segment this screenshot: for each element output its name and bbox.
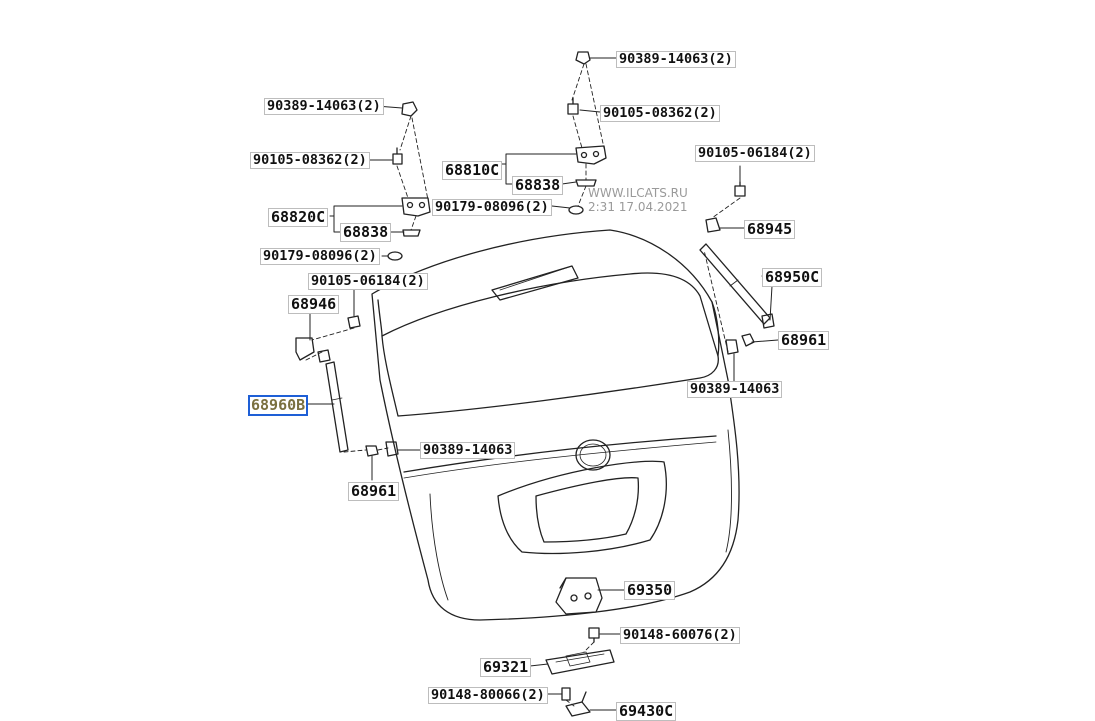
- hinge-right: [575, 145, 607, 187]
- part-label-90389-14063-top-right[interactable]: 90389-14063(2): [616, 51, 736, 68]
- watermark: WWW.ILCATS.RU 2:31 17.04.2021: [588, 186, 688, 214]
- striker-assembly: [565, 691, 591, 717]
- hinge-left: [401, 197, 431, 237]
- part-label-90148-80066[interactable]: 90148-80066(2): [428, 687, 548, 704]
- part-label-90105-08362-left[interactable]: 90105-08362(2): [250, 152, 370, 169]
- part-label-90105-08362-right[interactable]: 90105-08362(2): [600, 105, 720, 122]
- part-label-90389-14063-left[interactable]: 90389-14063: [420, 442, 516, 459]
- part-label-90179-08096-left[interactable]: 90179-08096(2): [260, 248, 380, 265]
- part-label-68820c[interactable]: 68820C: [268, 208, 329, 227]
- part-label-68961-left[interactable]: 68961: [348, 482, 400, 501]
- part-label-90389-14063-top-left[interactable]: 90389-14063(2): [264, 98, 384, 115]
- part-label-90148-60076[interactable]: 90148-60076(2): [620, 627, 740, 644]
- dashed-guides: [305, 63, 741, 707]
- watermark-line-2: 2:31 17.04.2021: [588, 200, 688, 214]
- part-label-68946[interactable]: 68946: [288, 295, 340, 314]
- back-door-panel: [371, 229, 740, 621]
- part-label-90105-06184-right[interactable]: 90105-06184(2): [695, 145, 815, 162]
- part-label-90389-14063-right[interactable]: 90389-14063: [687, 381, 783, 398]
- part-label-68960b-selected[interactable]: 68960B: [248, 395, 309, 416]
- part-label-69430c[interactable]: 69430C: [616, 702, 677, 721]
- part-label-69321[interactable]: 69321: [480, 658, 532, 677]
- part-label-90105-06184-left[interactable]: 90105-06184(2): [308, 273, 428, 290]
- hardware: [295, 51, 755, 701]
- part-label-69350[interactable]: 69350: [624, 581, 676, 600]
- part-label-68950c[interactable]: 68950C: [762, 268, 823, 287]
- watermark-line-1: WWW.ILCATS.RU: [588, 186, 688, 200]
- part-label-90179-08096-right[interactable]: 90179-08096(2): [432, 199, 552, 216]
- part-label-68810c[interactable]: 68810C: [442, 161, 503, 180]
- part-label-68838-right[interactable]: 68838: [512, 176, 564, 195]
- part-label-68961-right[interactable]: 68961: [778, 331, 830, 350]
- lock-assembly: [555, 577, 603, 615]
- part-label-68838-left[interactable]: 68838: [340, 223, 392, 242]
- gas-strut-left: [317, 349, 349, 453]
- part-label-68945[interactable]: 68945: [744, 220, 796, 239]
- handle-assembly: [545, 649, 615, 675]
- callout-leaders: [301, 57, 779, 711]
